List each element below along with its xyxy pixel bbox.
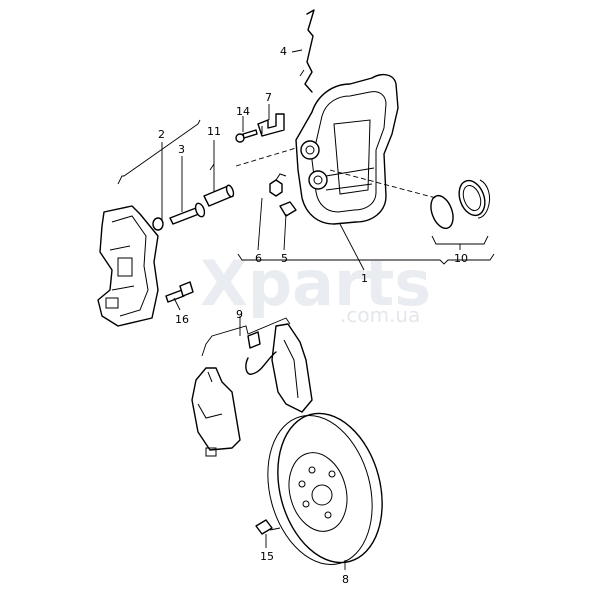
callout-5: 5 (281, 252, 288, 265)
part-7-sensor-contact (257, 113, 285, 137)
part-6-bleeder-screw (269, 173, 287, 197)
callout-11: 11 (207, 125, 221, 138)
callout-9: 9 (236, 308, 243, 321)
bracket-group-10 (431, 235, 489, 245)
part-5-cap (279, 201, 297, 217)
callout-6: 6 (255, 252, 262, 265)
watermark-logo: Xparts (200, 247, 431, 320)
part-8-brake-disc (267, 412, 383, 566)
part-2-bushing (152, 217, 164, 231)
caliper-body (97, 205, 159, 327)
part-4-spring-clip (304, 9, 315, 93)
part-1-brake-carrier (295, 73, 399, 225)
bracket-group-1 (237, 253, 495, 265)
part-16-bolt (165, 281, 194, 303)
callout-10: 10 (454, 252, 468, 265)
callout-8: 8 (342, 573, 349, 586)
bracket-group-2 (117, 119, 201, 185)
callout-7: 7 (265, 91, 272, 104)
callout-16: 16 (175, 313, 189, 326)
callout-14: 14 (236, 105, 250, 118)
bracket-group-11 (209, 163, 215, 171)
watermark-domain: .com.ua (340, 303, 420, 327)
part-14-bolt (235, 129, 258, 143)
callout-2: 2 (158, 128, 165, 141)
bracket-group-9 (201, 317, 291, 357)
callout-3: 3 (178, 143, 185, 156)
part-3-guide-pin (169, 202, 206, 225)
callout-15: 15 (260, 550, 274, 563)
part-15-bolt (255, 519, 281, 535)
callout-4: 4 (280, 45, 287, 58)
part-11-guide-sleeve (203, 184, 235, 207)
part-10-seal-kit (430, 179, 491, 230)
callout-1: 1 (361, 272, 368, 285)
part-9-brake-pads (191, 323, 313, 457)
